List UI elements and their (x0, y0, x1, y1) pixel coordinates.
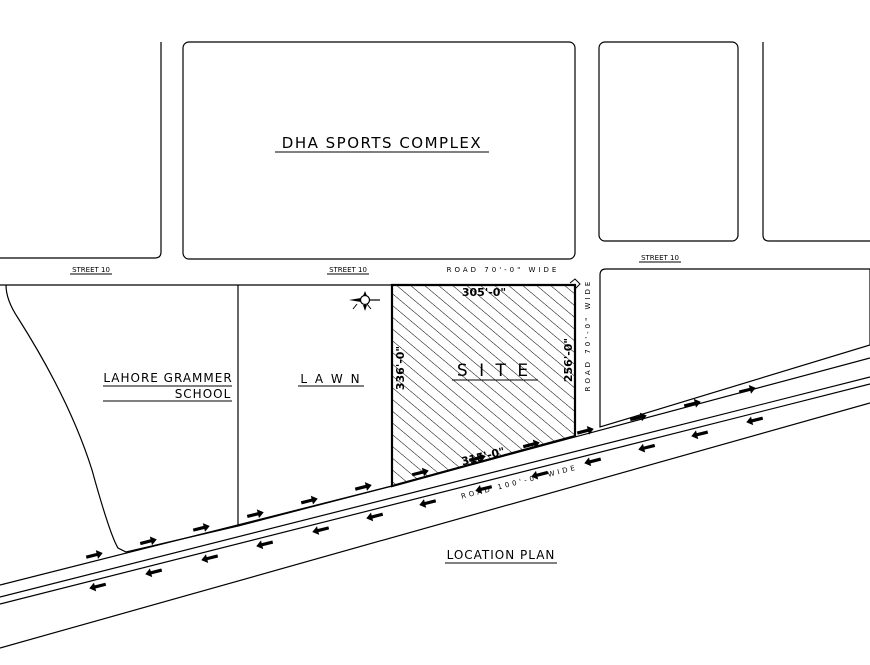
traffic-arrow-west (584, 457, 602, 467)
street-label-right: STREET 10 (641, 254, 679, 262)
traffic-arrow-west (145, 568, 163, 578)
dimension-top: 305'-0" (462, 286, 506, 299)
traffic-arrow-east (468, 453, 486, 463)
school-label-line1: LAHORE GRAMMER (103, 371, 232, 385)
school-label-line2: SCHOOL (175, 387, 232, 401)
traffic-arrow-east (139, 536, 157, 546)
traffic-arrow-west (531, 470, 549, 480)
road-edge-south (0, 402, 870, 649)
traffic-arrow-west (312, 526, 330, 535)
block-right-parcel (599, 268, 870, 428)
traffic-arrow-west (691, 430, 709, 440)
traffic-arrow-east (246, 509, 264, 519)
traffic-arrow-west (89, 582, 107, 592)
road-main-label: ROAD 100'-0" WIDE (460, 463, 578, 500)
block-top-left (0, 42, 162, 259)
traffic-arrow-east (738, 385, 756, 394)
road-right-label: ROAD 70'-0" WIDE (584, 279, 592, 392)
location-plan-title: LOCATION PLAN (447, 548, 556, 562)
road-top-label: ROAD 70'-0" WIDE (447, 266, 560, 274)
traffic-arrow-east (85, 550, 103, 559)
traffic-arrow-east (354, 482, 372, 491)
traffic-arrow-west (638, 443, 656, 453)
dimension-right: 256'-0" (562, 338, 575, 382)
block-top-right-2 (762, 42, 870, 242)
street-label-mid: STREET 10 (329, 266, 367, 274)
site-parcel (390, 283, 577, 488)
block-top-right-1 (598, 41, 739, 242)
traffic-arrows-west (89, 416, 764, 592)
traffic-arrow-east (522, 439, 540, 449)
road-edge-north-west (0, 485, 393, 586)
compass-icon (349, 291, 380, 311)
lawn-parcel (237, 284, 393, 527)
road-edge-north (391, 357, 870, 487)
road-median-bottom (0, 383, 870, 605)
traffic-arrow-east (576, 425, 594, 435)
site-corner-marker (569, 278, 581, 290)
traffic-arrows-east (85, 385, 756, 559)
traffic-arrow-east (629, 412, 647, 422)
traffic-arrow-west (475, 484, 493, 494)
site-label: S I T E (457, 361, 531, 381)
traffic-arrow-west (419, 499, 437, 508)
traffic-arrow-east (192, 523, 210, 532)
street-label-left: STREET 10 (72, 266, 110, 274)
traffic-arrow-west (256, 540, 274, 550)
dimension-left: 336'-0" (394, 346, 407, 390)
traffic-arrow-west (366, 512, 384, 522)
traffic-arrow-east (300, 495, 318, 505)
school-parcel (0, 284, 239, 553)
sports-complex-block (182, 41, 576, 260)
traffic-arrow-west (201, 554, 219, 563)
traffic-arrow-west (746, 416, 764, 426)
sports-complex-label: DHA SPORTS COMPLEX (282, 134, 482, 152)
road-median-top (0, 376, 870, 598)
traffic-arrow-east (411, 467, 429, 477)
lawn-label: L A W N (300, 372, 361, 386)
traffic-arrow-east (683, 398, 701, 408)
